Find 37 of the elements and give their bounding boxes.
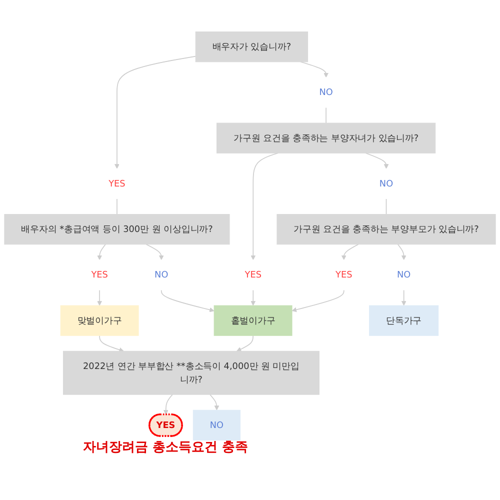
arrow [160,290,214,312]
node-box: NO [192,410,241,440]
arrow [99,335,124,352]
arrow [163,394,173,415]
arrow [250,152,278,260]
connector [386,198,387,215]
node-box: 가구원 요건을 충족하는 부양자녀가 있습니까? [216,122,436,154]
node-box: 홑벌이가구 [214,305,292,336]
arrow [97,244,106,260]
arrow [300,61,328,78]
arrow [146,244,164,260]
node-text: NO [397,269,411,280]
node-text: YES [336,269,352,280]
node-text: NO [154,269,168,280]
arrow [250,290,256,306]
note-text: 자녀장려금 총소득요건 충족 [83,439,248,456]
arrow [236,335,254,352]
arrow [292,290,344,312]
node-box: 가구원 요건을 충족하는 부양부모가 있습니까? [276,214,496,245]
node-text: NO [319,86,333,98]
arrow [97,290,102,306]
node-text: YES [91,269,108,280]
node-text: NO [379,178,394,189]
node-box: 2022년 연간 부부합산 **총소득이 4,000만 원 미만입니까? [62,350,320,395]
node-box: 배우자가 있습니까? [195,32,308,62]
arrow [397,244,406,260]
arrow [401,290,406,306]
node-box: 맞벌이가구 [60,305,139,336]
arrow [365,152,389,169]
arrow [114,56,196,169]
arrow [210,394,220,410]
node-text: YES [108,178,126,189]
node-text: YES [244,269,262,280]
node-box: 단독가구 [369,305,439,336]
connector [116,198,118,215]
node-box: 배우자의 *총급여액 등이 300만 원 이상입니까? [4,214,230,245]
arrow [341,244,359,260]
